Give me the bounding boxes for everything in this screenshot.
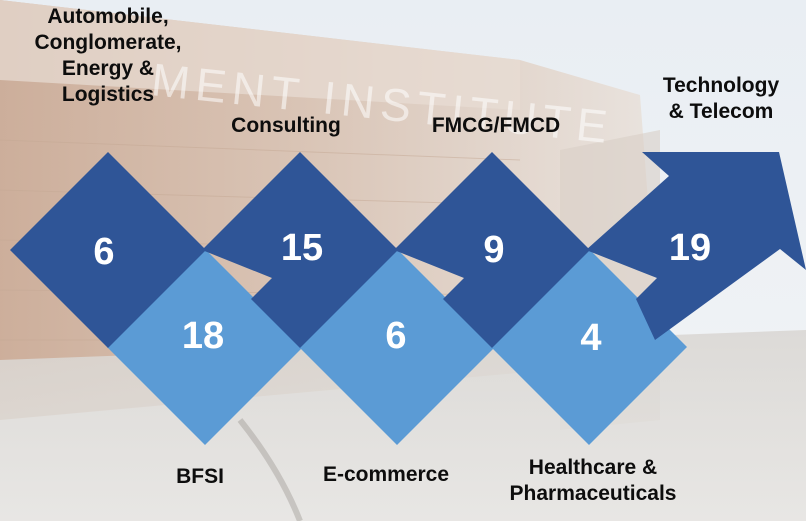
label-consulting: Consulting (231, 114, 341, 137)
label-healthcare: Healthcare & Pharmaceuticals (509, 456, 677, 506)
label-automobile: Automobile, Conglomerate, Energy & Logis… (34, 5, 182, 107)
label-technology: Technology & Telecom (662, 74, 780, 124)
label-ecommerce: E-commerce (322, 463, 450, 486)
count-ecommerce: 6 (385, 315, 406, 357)
count-bfsi: 18 (182, 315, 224, 357)
diamond-fmcg (394, 152, 590, 348)
technology-arrow (586, 152, 806, 340)
label-bfsi: BFSI (176, 465, 224, 488)
count-healthcare: 4 (580, 317, 601, 359)
count-technology: 19 (669, 227, 711, 269)
count-consulting: 15 (281, 227, 323, 269)
diamond-automobile (10, 152, 206, 348)
count-fmcg: 9 (483, 229, 504, 271)
label-fmcg: FMCG/FMCD (431, 114, 561, 137)
count-automobile: 6 (93, 231, 114, 273)
diamond-consulting (202, 152, 398, 348)
